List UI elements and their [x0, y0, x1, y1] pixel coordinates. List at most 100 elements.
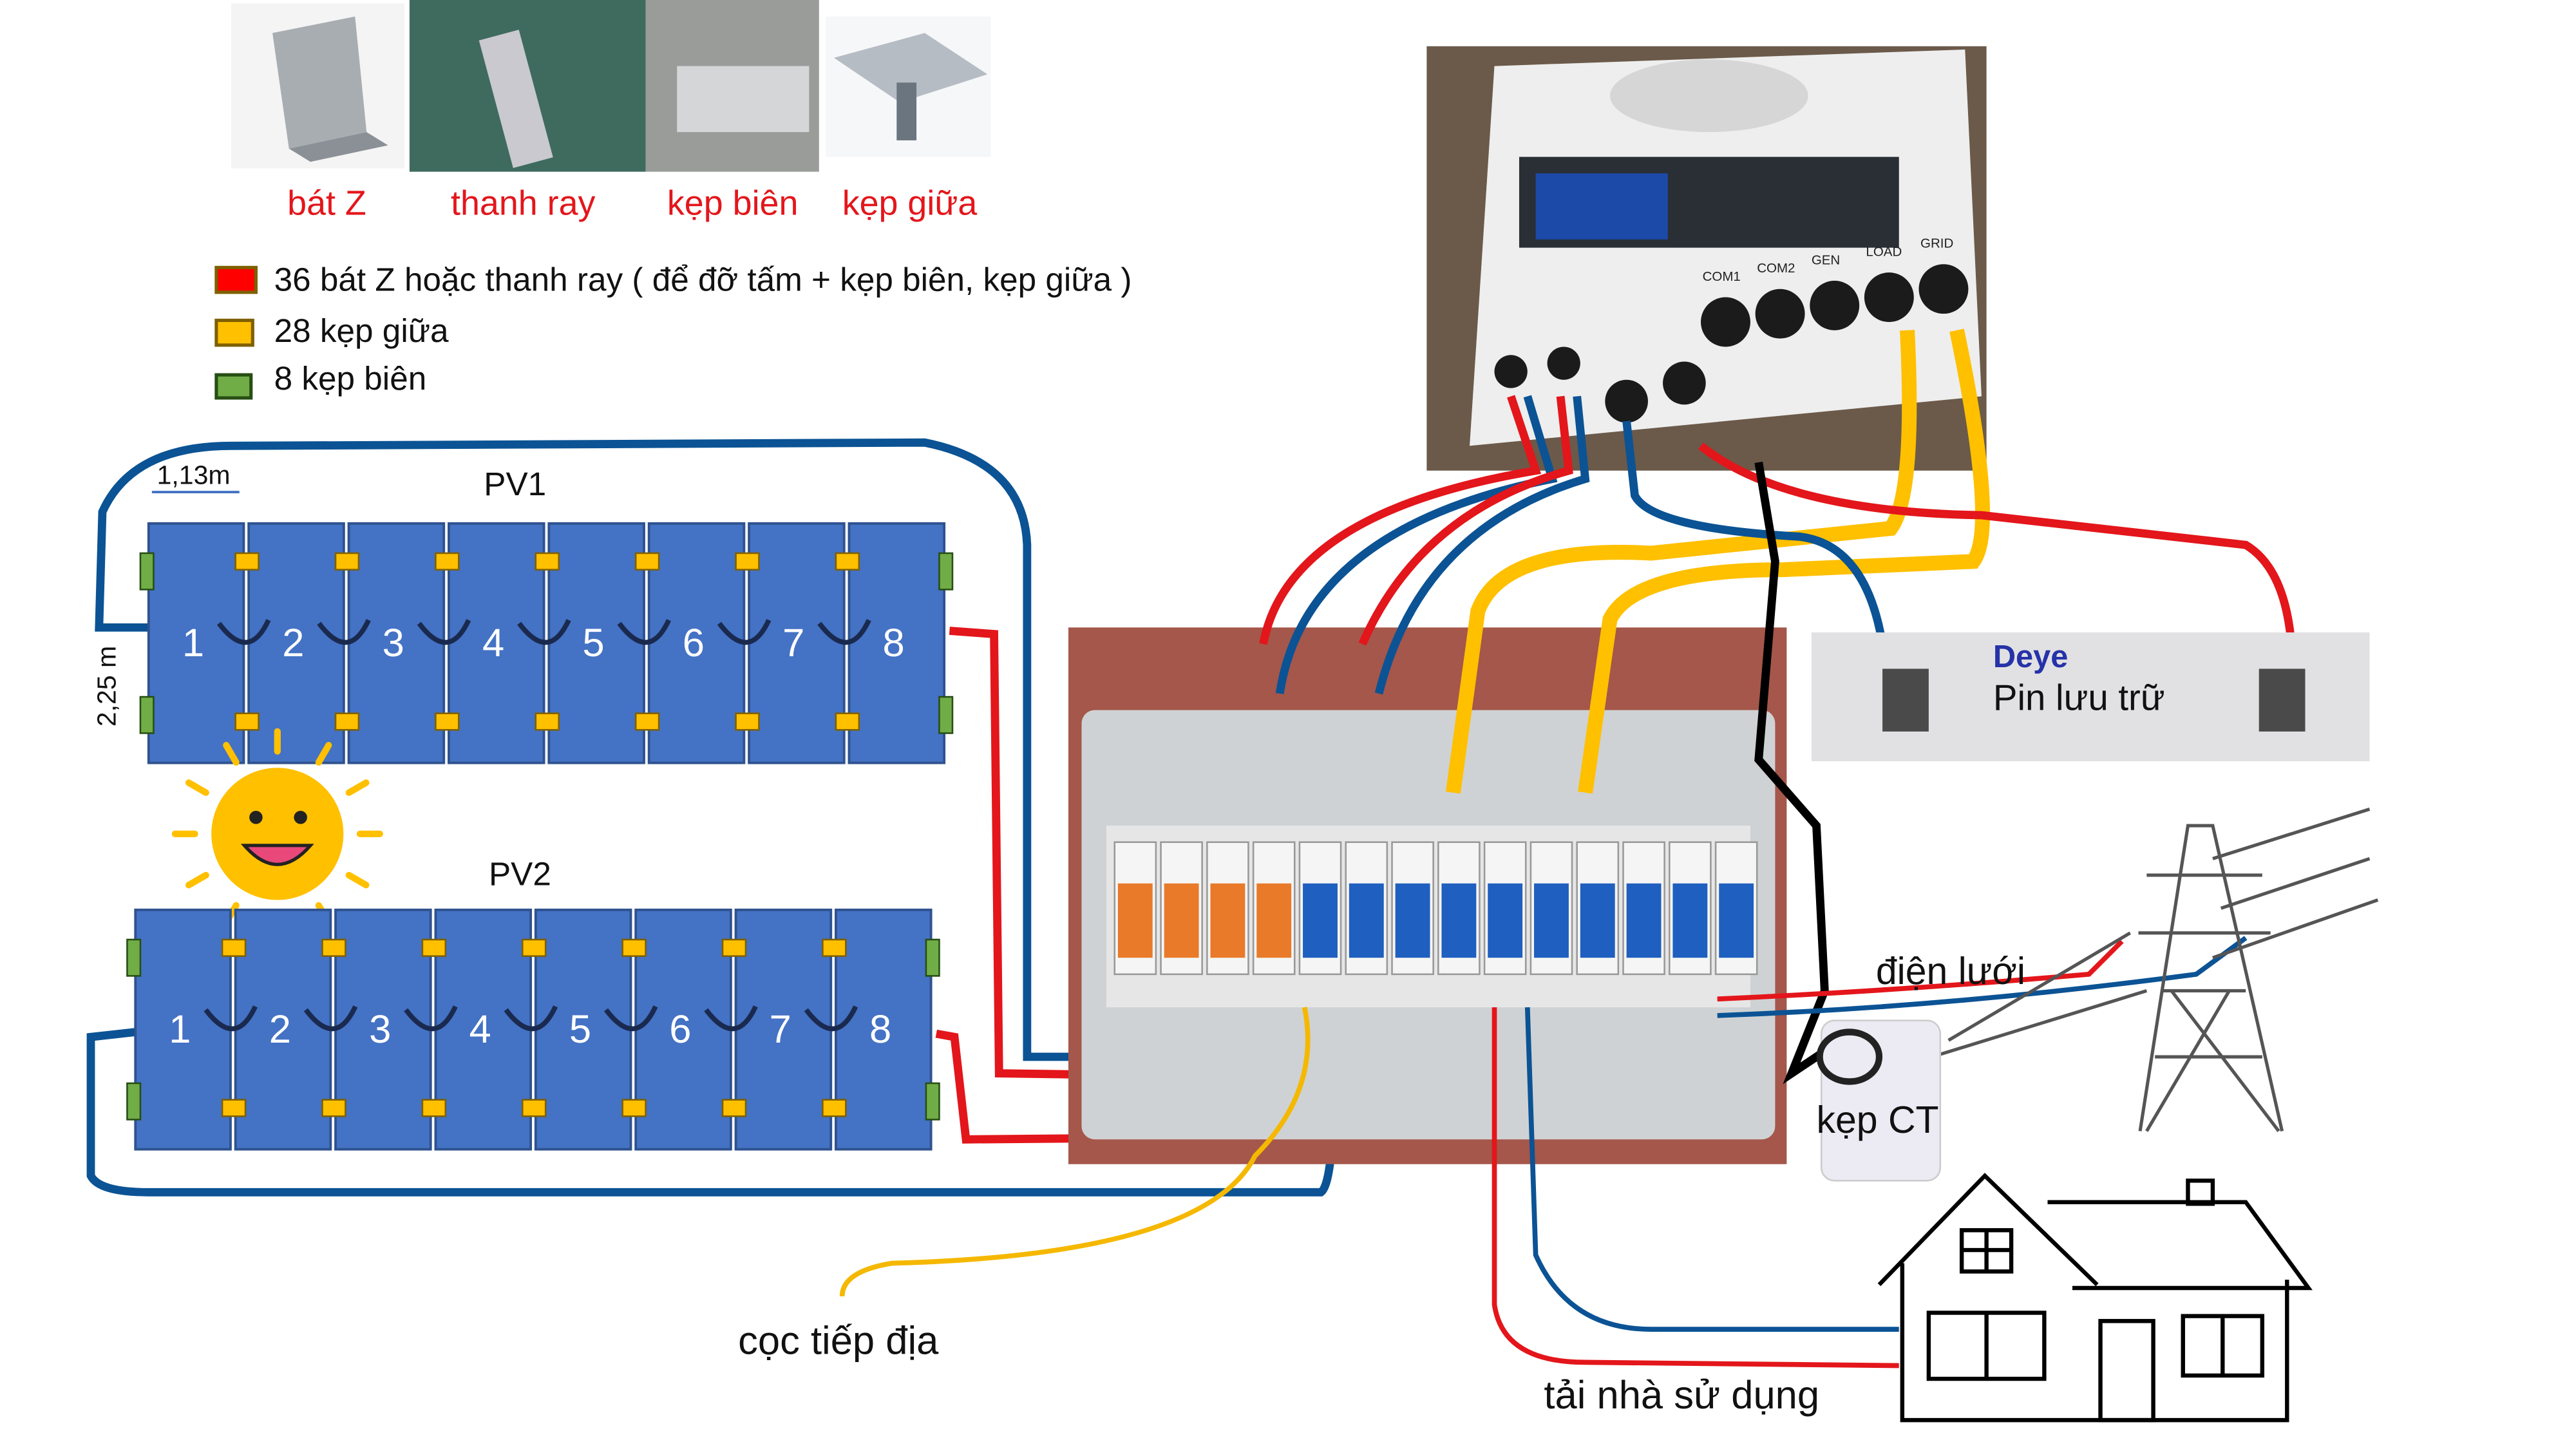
inverter-port	[1864, 272, 1914, 322]
mid-clamp-marker	[735, 552, 760, 571]
battery-negative-wire	[1622, 421, 1887, 645]
inverter-photo: COM1 COM2 GEN LOAD GRID	[1426, 46, 1987, 471]
panel-number: 2	[282, 621, 304, 665]
component-photos: bát Z thanh ray kẹp biên kẹp giữa	[231, 0, 991, 222]
mid-clamp-marker	[835, 712, 860, 731]
mid-clamp-marker	[822, 938, 847, 957]
end-clamp-marker	[925, 1082, 940, 1121]
inverter-port	[1701, 297, 1750, 347]
panel-number: 5	[569, 1007, 591, 1052]
mid-clamp-marker	[721, 938, 747, 957]
mid-clamp-marker	[535, 712, 560, 731]
solar-panel	[748, 522, 846, 764]
ct-wire	[1754, 461, 1868, 1084]
solar-panel	[234, 908, 332, 1151]
ct-clamp	[1816, 1019, 1942, 1182]
port-label: GEN	[1812, 252, 1840, 267]
panel-number: 6	[669, 1007, 691, 1052]
port-label: GRID	[1920, 236, 1953, 251]
mid-clamp-marker	[735, 712, 760, 731]
ground-wire	[839, 1007, 1311, 1297]
mid-clamp-marker	[234, 552, 260, 571]
mid-clamp-marker	[421, 1099, 447, 1117]
pv2-array: 1 2 3 4 5 6 7 8	[126, 908, 940, 1151]
legend-swatch-red	[214, 265, 258, 294]
pv1-title: PV1	[484, 466, 546, 502]
mid-clamp-marker	[521, 938, 547, 957]
end-clamp-marker	[139, 552, 155, 591]
power-tower-icon	[1931, 807, 2379, 1132]
junction-box-photo	[1068, 627, 1787, 1164]
mid-clamp-marker	[634, 552, 660, 571]
panel-number: 1	[182, 621, 204, 665]
solar-panel	[634, 908, 732, 1151]
mid-clamp-marker	[334, 712, 360, 731]
panel-height-label: 2,25 m	[91, 646, 121, 726]
ground-label: cọc tiếp địa	[738, 1319, 939, 1363]
legend-text: 8 kẹp biên	[274, 360, 427, 397]
ct-clamp-label: kẹp CT	[1817, 1099, 1939, 1141]
end-clamp-marker	[938, 552, 954, 591]
panel-number: 7	[782, 621, 804, 665]
mid-clamp-marker	[822, 1099, 847, 1117]
mid-clamp-marker	[321, 1099, 346, 1117]
battery: Deye Pin lưu trữ	[1811, 632, 2370, 762]
mid-clamp-marker	[435, 712, 460, 731]
mid-clamp-marker	[334, 552, 360, 571]
end-clamp-marker	[925, 938, 940, 977]
inverter-port	[1810, 280, 1860, 330]
panel-number: 7	[770, 1007, 791, 1052]
mid-clamp-marker	[221, 1099, 247, 1117]
inverter-port	[1755, 289, 1805, 339]
panel-number: 8	[869, 1007, 891, 1052]
panel-number: 5	[582, 621, 604, 665]
legend-swatch-green	[214, 373, 253, 400]
port-label: COM1	[1703, 269, 1741, 284]
end-clamp-marker	[126, 1082, 142, 1121]
mid-clamp-marker	[621, 1099, 647, 1117]
inverter-port	[1918, 264, 1969, 314]
battery-positive-wire	[1698, 442, 2297, 653]
legend-text: 28 kẹp giữa	[274, 312, 449, 349]
panel-number: 1	[169, 1007, 191, 1052]
load-label: tải nhà sử dụng	[1544, 1373, 1819, 1417]
mid-clamp-marker	[721, 1099, 747, 1117]
component-label: kẹp biên	[667, 184, 799, 222]
ac-grid-wire	[1578, 328, 1991, 794]
panel-number: 4	[469, 1007, 491, 1052]
pv2-title: PV2	[489, 855, 551, 892]
solar-panel	[647, 522, 746, 764]
sun-icon	[171, 728, 383, 940]
z-bracket-photo	[231, 3, 405, 169]
mid-clamp-marker	[234, 712, 260, 731]
panel-number: 3	[369, 1007, 391, 1052]
pv1-negative-wire	[95, 438, 1210, 1061]
solar-panel	[534, 908, 632, 1151]
grid-label: điện lưới	[1876, 951, 2025, 992]
component-label: bát Z	[287, 184, 366, 222]
port-label: LOAD	[1866, 244, 1902, 259]
mid-clamp-marker	[634, 712, 660, 731]
mid-clamp-marker	[835, 552, 860, 571]
panel-number: 3	[383, 621, 404, 665]
end-clamp-marker	[938, 696, 954, 734]
ac-load-wire	[1445, 330, 1917, 794]
solar-panel	[147, 522, 245, 764]
solar-panel	[835, 908, 933, 1151]
mid-clamp-marker	[321, 938, 346, 957]
house-icon	[1877, 1173, 2313, 1423]
component-label: thanh ray	[451, 184, 596, 222]
mid-clamp-marker	[221, 938, 247, 957]
mid-clamp-marker	[435, 552, 460, 571]
panel-number: 4	[482, 621, 504, 665]
battery-label: Pin lưu trữ	[1993, 677, 2165, 718]
panel-number: 2	[269, 1007, 291, 1052]
component-label: kẹp giữa	[842, 184, 978, 222]
panel-number: 8	[883, 621, 905, 665]
end-clamp-marker	[139, 696, 155, 734]
mid-clamp-marker	[621, 938, 647, 957]
port-label: COM2	[1757, 261, 1795, 276]
battery-brand-logo: Deye	[1993, 639, 2068, 674]
